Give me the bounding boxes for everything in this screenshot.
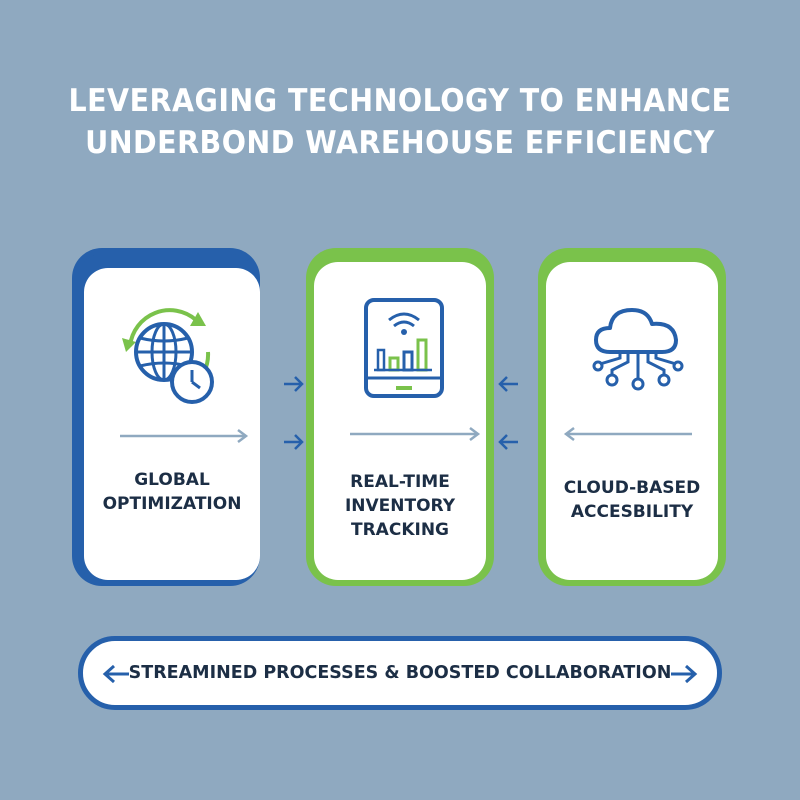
- globe-clock-icon: [122, 308, 214, 404]
- card-body: REAL-TIME INVENTORY TRACKING: [314, 262, 486, 580]
- label-line: OPTIMIZATION: [102, 494, 242, 514]
- arrow-right-icon: [284, 434, 304, 450]
- arrow-left-icon: [498, 434, 518, 450]
- label-line: INVENTORY: [344, 496, 456, 516]
- arrow-right-icon: [284, 376, 304, 392]
- arrow-left-icon: [498, 376, 518, 392]
- title-line-2: UNDERBOND WAREHOUSE EFFICIENCY: [85, 125, 715, 161]
- divider-arrow-right: [350, 427, 481, 441]
- card-body: GLOBAL OPTIMIZATION: [84, 268, 260, 580]
- card-label: GLOBAL OPTIMIZATION: [84, 468, 260, 516]
- banner-text: STREAMINED PROCESSES & BOOSTED COLLABORA…: [128, 663, 672, 683]
- card-label: REAL-TIME INVENTORY TRACKING: [314, 470, 486, 542]
- label-line: TRACKING: [351, 520, 449, 540]
- divider-arrow-right: [120, 429, 249, 443]
- card-cloud-based-accesbility: CLOUD-BASED ACCESBILITY: [538, 248, 726, 586]
- page-title: LEVERAGING TECHNOLOGY TO ENHANCE UNDERBO…: [32, 80, 768, 164]
- arrow-left-icon: [102, 664, 129, 684]
- label-line: ACCESBILITY: [570, 502, 694, 522]
- card-label: CLOUD-BASED ACCESBILITY: [546, 476, 718, 524]
- card-real-time-inventory-tracking: REAL-TIME INVENTORY TRACKING: [306, 248, 494, 586]
- arrow-right-icon: [671, 664, 698, 684]
- label-line: GLOBAL: [134, 470, 210, 490]
- collaboration-banner: STREAMINED PROCESSES & BOOSTED COLLABORA…: [78, 636, 722, 710]
- cloud-network-icon: [592, 308, 684, 391]
- divider-arrow-left: [563, 427, 692, 441]
- title-line-1: LEVERAGING TECHNOLOGY TO ENHANCE: [68, 83, 732, 119]
- card-body: CLOUD-BASED ACCESBILITY: [546, 262, 718, 580]
- tablet-chart-icon: [364, 298, 444, 398]
- label-line: CLOUD-BASED: [563, 478, 701, 498]
- card-global-optimization: GLOBAL OPTIMIZATION: [72, 248, 260, 586]
- label-line: REAL-TIME: [350, 472, 450, 492]
